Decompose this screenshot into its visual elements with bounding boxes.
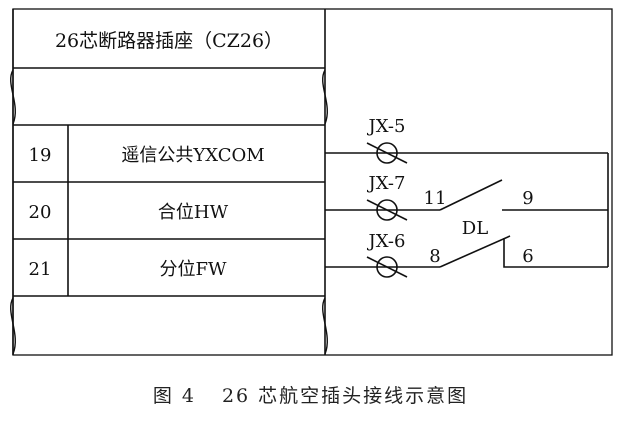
label-jx-5: JX-5 xyxy=(367,116,406,137)
connector-title: 26芯断路器插座（CZ26） xyxy=(55,30,283,52)
figure-title: 26 芯航空插头接线示意图 xyxy=(221,385,469,407)
label-jx-7: JX-7 xyxy=(367,173,406,194)
contact-9: 9 xyxy=(522,188,533,209)
contact-6: 6 xyxy=(522,246,533,267)
breaker-dl-switch xyxy=(439,179,511,268)
terminal-jx-5-icon xyxy=(366,142,408,164)
pin-19-number: 19 xyxy=(29,145,52,166)
label-jx-6: JX-6 xyxy=(367,231,406,252)
pin-20-label: 合位HW xyxy=(158,202,229,223)
pin-20-number: 20 xyxy=(29,202,52,223)
pin-21-label: 分位FW xyxy=(160,259,227,280)
switch-blade-fw xyxy=(439,235,511,268)
pin-21-number: 21 xyxy=(29,259,52,280)
contact-8: 8 xyxy=(429,246,440,267)
terminal-jx-7-icon xyxy=(366,199,408,221)
figure-number: 图 4 xyxy=(152,385,196,407)
break-marks xyxy=(9,69,329,355)
connector-block xyxy=(12,9,326,355)
pin-19-label: 遥信公共YXCOM xyxy=(121,145,264,166)
contact-11: 11 xyxy=(424,188,447,209)
breaker-dl-label: DL xyxy=(462,218,488,239)
terminal-jx-6-icon xyxy=(366,256,408,278)
wire-contact-6 xyxy=(503,238,608,268)
figure-caption: 图 4 26 芯航空插头接线示意图 xyxy=(0,381,621,408)
switch-blade-hw xyxy=(439,179,503,211)
wiring xyxy=(325,152,609,268)
